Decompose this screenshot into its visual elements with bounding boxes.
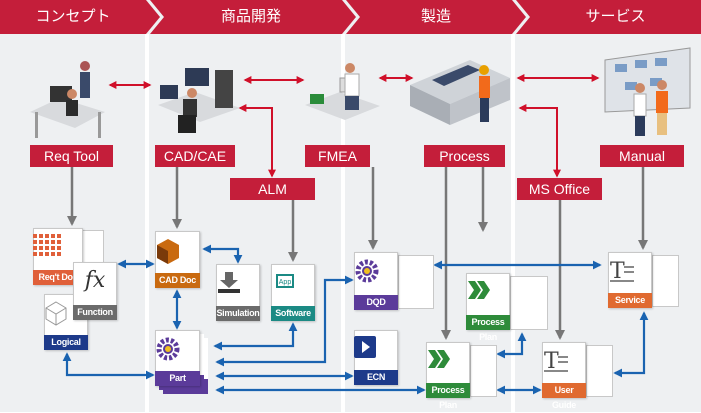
phase-concept: コンセプト [35,8,111,25]
document-part[interactable]: Part [155,330,200,386]
document-link-arrows [62,244,649,395]
document-label: Process Plan [426,383,470,410]
tool-integration-arrows [108,74,600,178]
document-label: Req't Doc [33,270,83,285]
tool-req-tool: Req Tool [30,145,113,167]
document-label: Simulation [216,306,260,321]
manufacturing-illustration [410,60,510,125]
phase-product-development: 商品開発 [220,8,281,25]
user-guide-related-items [586,345,613,397]
tool-ms-office: MS Office [517,178,602,200]
development-illustration [158,68,240,133]
document-label: Process Plan [466,315,510,342]
document-dqd[interactable]: DQD [354,252,398,310]
document-process-plan-bottom[interactable]: Process Plan [426,342,470,410]
dqd-related-items [398,255,434,309]
tool-manual: Manual [600,145,684,167]
document-user-guide[interactable]: T User Guide [542,342,586,410]
fx-icon: fx [84,268,106,293]
column-dividers [145,34,515,412]
fmea-illustration [305,63,380,120]
svg-text:T: T [544,349,559,374]
process-plan-top-related-items [510,276,548,330]
phase-manufacturing: 製造 [420,8,451,25]
document-function[interactable]: fx Function [73,262,117,320]
concept-illustration [30,61,105,138]
document-label: Function [73,305,117,320]
document-label: ECN [354,370,398,385]
svg-text:App: App [279,279,292,286]
svg-text:T: T [610,259,625,284]
document-label: User Guide [542,383,586,410]
service-related-items [652,255,679,307]
document-ecn[interactable]: ECN [354,330,398,385]
tool-alm: ALM [230,178,315,200]
document-process-plan-top[interactable]: Process Plan [466,273,510,342]
tool-cad-cae: CAD/CAE [155,145,235,167]
document-label: Software [271,306,315,321]
document-software[interactable]: App Software [271,264,315,321]
document-cad-doc[interactable]: CAD Doc [155,231,200,288]
document-label: CAD Doc [155,273,200,288]
phase-service: サービス [585,8,646,25]
service-illustration [604,47,691,136]
document-simulation[interactable]: Simulation [216,264,260,321]
tool-process: Process [424,145,505,167]
process-plan-bottom-related-items [470,345,497,397]
document-label: Logical [44,335,88,350]
document-label: DQD [354,295,398,310]
document-label: Part [155,371,200,386]
document-label: Service [608,293,652,308]
document-service[interactable]: T Service [608,252,652,308]
tool-fmea: FMEA [305,145,370,167]
phase-banner [0,0,701,34]
